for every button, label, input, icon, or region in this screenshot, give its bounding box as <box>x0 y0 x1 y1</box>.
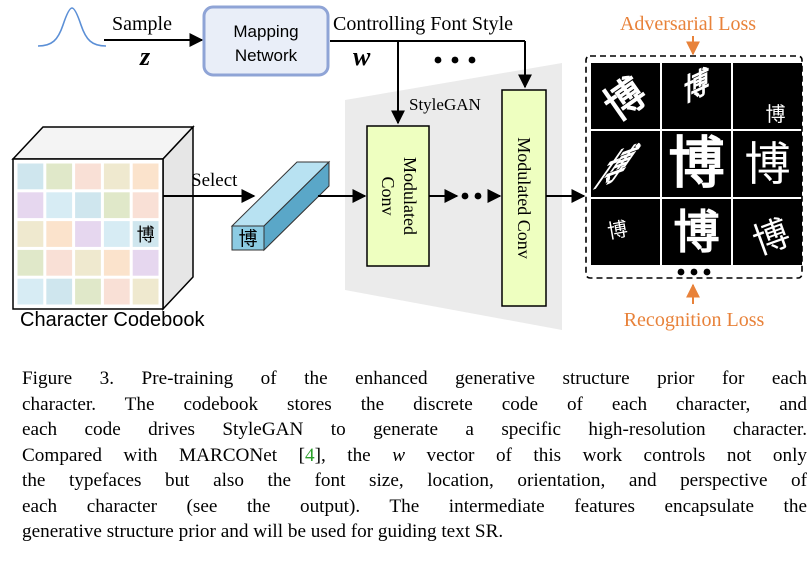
codebook-cell <box>103 221 130 247</box>
output-cell <box>733 131 802 197</box>
figure-caption: Figure 3. Pre-training of the enhanced g… <box>22 366 807 545</box>
mapping-network-line2: Network <box>235 46 298 65</box>
adversarial-loss-label: Adversarial Loss <box>620 13 756 35</box>
codebook-cell <box>103 249 130 276</box>
output-char: 博 <box>606 216 630 243</box>
caption-line-4-pre: Compared with MARCONet [ <box>22 444 305 466</box>
codebook-cell <box>75 163 101 190</box>
diagram-canvas: Sample z Mapping Network Controlling Fon… <box>11 5 803 331</box>
codebook-cell <box>46 192 73 219</box>
codebook-cell <box>17 278 44 305</box>
codebook-cell <box>132 163 159 190</box>
codebook-cell <box>75 192 101 219</box>
output-cell <box>733 199 802 265</box>
output-cell <box>591 131 660 197</box>
output-char: 博 <box>745 137 791 191</box>
caption-w-symbol: w <box>392 444 406 466</box>
character-codebook: 博 <box>11 125 195 311</box>
output-dot-2 <box>690 268 698 276</box>
citation-link[interactable]: 4 <box>304 444 315 466</box>
caption-line-4-mid: ], the <box>314 444 393 466</box>
codebook-cell <box>132 278 159 305</box>
caption-line-2: character. The codebook stores the discr… <box>22 393 807 415</box>
caption-line-6: each character (see the output). The int… <box>22 495 807 517</box>
caption-line-1: Figure 3. Pre-training of the enhanced g… <box>22 368 807 389</box>
codebook-cell <box>17 163 44 190</box>
codebook-cell <box>46 278 73 305</box>
z-symbol: z <box>139 42 151 71</box>
codebook-cell-char: 博 <box>137 225 155 246</box>
codebook-cell <box>103 278 130 305</box>
w-dot-3 <box>468 56 476 64</box>
caption-line-4: Compared with MARCONet [4], the w vector… <box>22 443 807 469</box>
modulated-conv-small-line1: Modulated <box>400 157 420 235</box>
modulated-conv-box-large <box>501 89 547 307</box>
w-dot-1 <box>434 56 442 64</box>
output-char: 博 <box>674 205 720 259</box>
output-cell <box>662 63 731 129</box>
codebook-cell <box>17 221 44 247</box>
output-char: 博 <box>669 132 725 197</box>
flow-dot-1 <box>461 192 469 200</box>
code-bar <box>230 160 331 252</box>
select-label: Select <box>191 170 238 191</box>
caption-line-7: generative structure prior and will be u… <box>22 521 504 542</box>
output-cell <box>662 131 731 197</box>
flow-dot-3 <box>487 192 495 200</box>
w-symbol: w <box>353 42 371 71</box>
codebook-top-face <box>11 126 195 160</box>
codebook-cell <box>17 192 44 219</box>
codebook-cell <box>103 192 130 219</box>
codebook-cell <box>75 221 101 247</box>
output-cell <box>662 199 731 265</box>
codebook-cell <box>132 192 159 219</box>
codebook-cell <box>75 249 101 276</box>
codebook-side-face <box>162 125 194 311</box>
codebook-cell <box>17 249 44 276</box>
modulated-conv-small-line2: Conv <box>378 176 398 215</box>
codebook-cell <box>103 163 130 190</box>
code-bar-char: 博 <box>238 228 257 250</box>
output-cell <box>733 63 802 129</box>
stylegan-label: StyleGAN <box>409 95 481 114</box>
controlling-label: Controlling Font Style <box>333 13 513 35</box>
output-dot-1 <box>677 268 685 276</box>
codebook-cell <box>132 221 159 247</box>
w-dot-2 <box>451 56 459 64</box>
output-cell <box>591 199 660 265</box>
output-dot-3 <box>703 268 711 276</box>
caption-line-4-post: vector of this work controls not only <box>405 444 807 466</box>
caption-line-5: the typefaces but also the font size, lo… <box>22 470 807 491</box>
modulated-conv-large-label: Modulated Conv <box>514 137 534 259</box>
codebook-cell <box>75 278 101 305</box>
mapping-network-line1: Mapping <box>233 22 298 41</box>
codebook-label: Character Codebook <box>20 309 206 331</box>
codebook-cell <box>46 221 73 247</box>
output-grid: 博博博博博博博博博 <box>584 62 802 265</box>
output-char: 博 <box>766 102 786 126</box>
codebook-cell <box>46 249 73 276</box>
flow-dot-2 <box>474 192 482 200</box>
mapping-network-box <box>202 5 330 77</box>
codebook-cell <box>46 163 73 190</box>
caption-line-3: each code drives StyleGAN to generate a … <box>22 419 807 440</box>
modulated-conv-box-small <box>366 125 430 267</box>
gaussian-curve <box>37 7 107 47</box>
codebook-cell <box>132 249 159 276</box>
recognition-loss-label: Recognition Loss <box>624 309 765 331</box>
sample-label: Sample <box>112 13 172 35</box>
output-cell <box>591 63 660 129</box>
